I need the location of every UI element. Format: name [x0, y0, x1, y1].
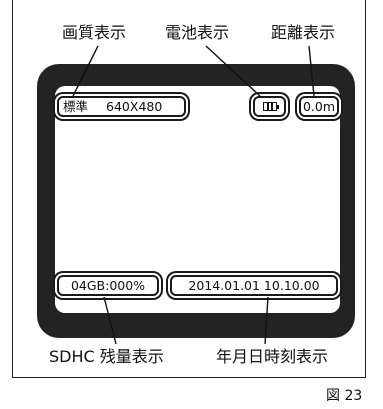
battery-caption: 電池表示: [165, 23, 230, 42]
leader-datetime: [264, 296, 269, 345]
sdhc-remaining-indicator: 04GB:000%: [57, 275, 159, 296]
distance-caption: 距離表示: [271, 23, 336, 42]
sdhc-remaining-caption: SDHC 残量表示: [49, 347, 164, 366]
distance-indicator: 0.0m: [299, 96, 339, 117]
frame-right-border: [365, 0, 366, 378]
leader-battery: [205, 45, 261, 97]
leader-quality: [72, 45, 99, 97]
leader-distance: [308, 45, 315, 97]
datetime-caption: 年月日時刻表示: [216, 347, 329, 366]
battery-icon: [263, 102, 277, 111]
image-quality-indicator: 標準 640X480: [57, 96, 186, 117]
datetime-indicator: 2014.01.01 10.10.00: [170, 275, 338, 296]
image-quality-caption: 画質表示: [62, 23, 127, 42]
leader-sdhc: [103, 296, 117, 345]
frame-left-border: [12, 0, 13, 378]
quality-mode-label: 標準: [63, 99, 89, 114]
frame-bottom-border: [12, 377, 366, 378]
resolution-value: 640X480: [106, 99, 163, 114]
figure-label: 図 23: [326, 388, 363, 404]
battery-terminal: [277, 104, 279, 109]
battery-indicator: [253, 96, 286, 117]
